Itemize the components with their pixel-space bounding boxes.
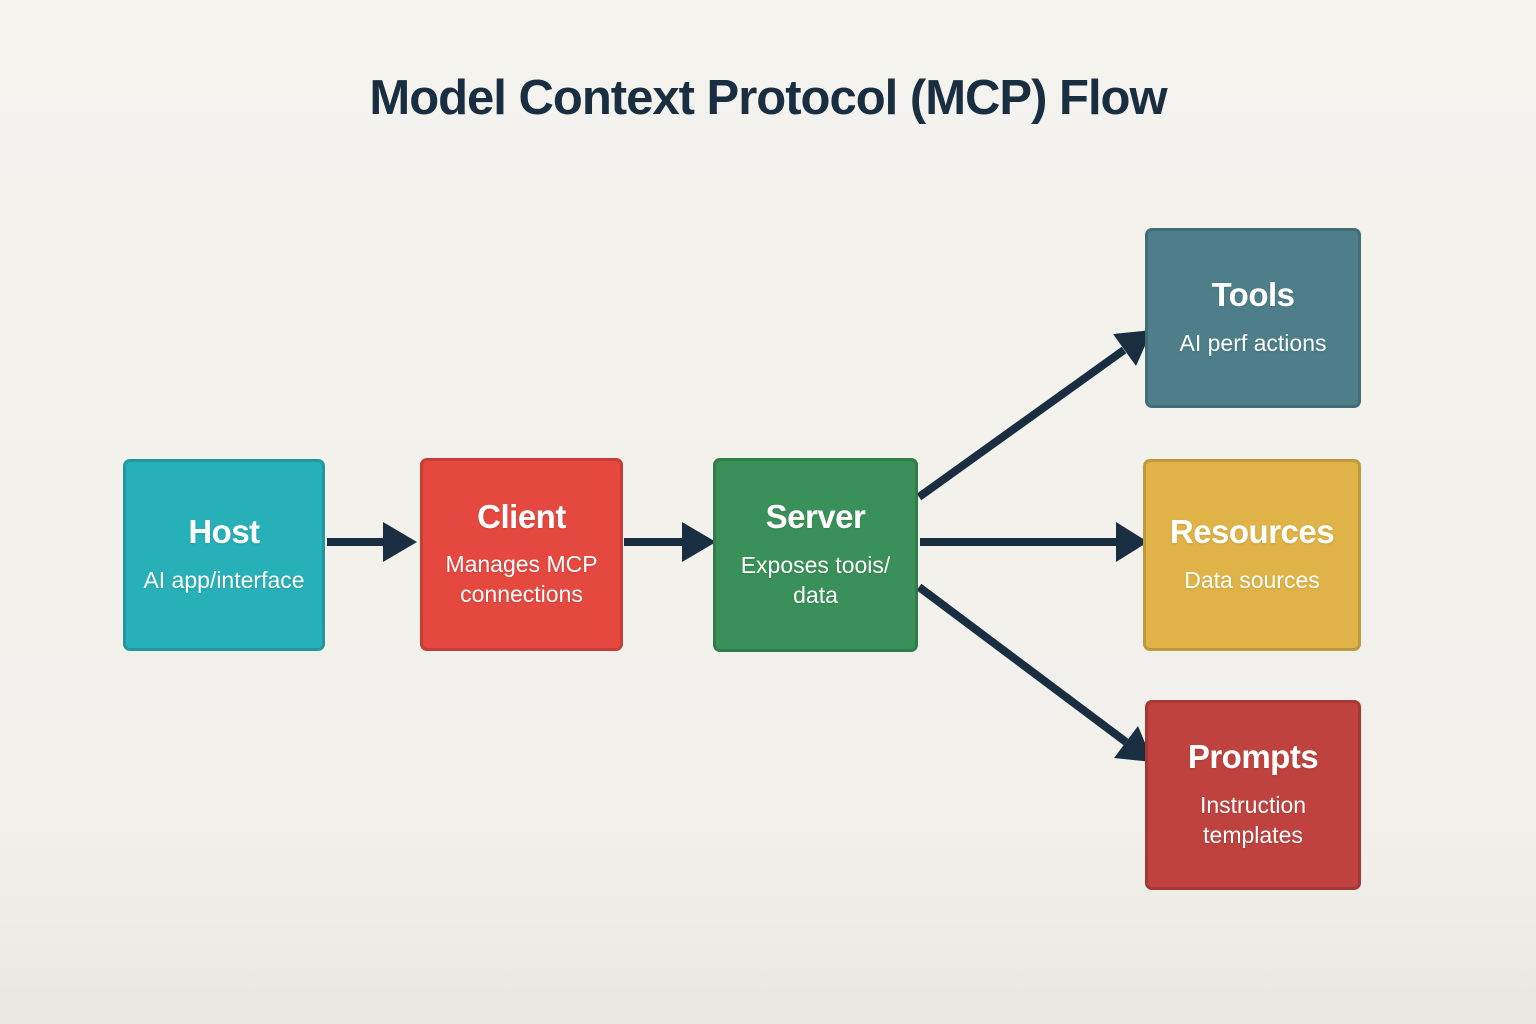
node-client-subtitle: Manages MCP connections: [445, 551, 598, 608]
node-client: Client Manages MCP connections: [420, 458, 623, 651]
arrow-server-to-prompts: [916, 583, 1153, 762]
node-host: Host AI app/interface: [123, 459, 325, 651]
arrow-server-to-resources: [920, 522, 1148, 562]
node-server-title: Server: [765, 498, 866, 536]
node-prompts-subtitle: Instruction templates: [1199, 791, 1307, 848]
node-tools-title: Tools: [1211, 276, 1295, 314]
arrow-client-to-server: [624, 522, 716, 562]
diagram-title: Model Context Protocol (MCP) Flow: [369, 71, 1167, 125]
node-host-subtitle: AI app/interface: [143, 566, 305, 593]
node-tools: Tools AI perf actions: [1145, 228, 1361, 408]
arrow-host-to-client: [327, 522, 417, 562]
node-resources-title: Resources: [1169, 513, 1335, 551]
node-server-subtitle: Exposes toois/ data: [740, 551, 891, 608]
node-client-title: Client: [477, 497, 566, 535]
node-server: Server Exposes toois/ data: [713, 458, 918, 652]
node-host-title: Host: [188, 513, 260, 551]
node-prompts-title: Prompts: [1187, 738, 1319, 776]
node-resources-subtitle: Data sources: [1184, 566, 1320, 593]
arrow-server-to-tools: [916, 330, 1152, 501]
node-prompts: Prompts Instruction templates: [1145, 700, 1361, 890]
node-tools-subtitle: AI perf actions: [1179, 329, 1327, 356]
node-resources: Resources Data sources: [1143, 459, 1361, 651]
